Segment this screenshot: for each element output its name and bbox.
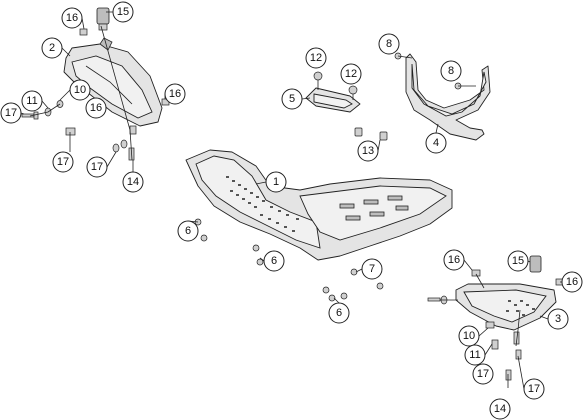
svg-text:17: 17 [91,161,103,173]
callout-6-bottom: 6 [328,302,350,324]
svg-text:3: 3 [555,313,561,325]
main-skid-plate [185,149,453,261]
callout-14-right: 14 [489,398,511,420]
callout-5: 5 [281,88,303,110]
svg-text:11: 11 [26,95,37,107]
right-side-guard [455,255,564,331]
callout-17-far-left: 17 [0,102,22,124]
callout-6-left: 6 [177,220,199,242]
callout-11-left: 11 [21,90,43,112]
svg-text:15: 15 [512,255,524,267]
callout-16-side: 16 [164,83,186,105]
svg-text:16: 16 [448,254,460,266]
svg-text:15: 15 [117,6,129,18]
svg-text:10: 10 [74,84,86,96]
svg-text:16: 16 [566,276,578,288]
svg-text:11: 11 [469,349,480,361]
callout-4: 4 [425,132,447,154]
rubber-block-right [529,255,542,273]
svg-text:8: 8 [448,65,454,77]
callout-16-right-top: 16 [443,249,465,271]
callout-13: 13 [357,140,379,162]
callout-8-right: 8 [440,60,462,82]
svg-text:5: 5 [289,93,295,105]
svg-text:12: 12 [310,52,322,64]
svg-text:17: 17 [477,368,489,380]
callout-16-mid: 16 [85,97,107,119]
rubber-block-left [96,7,110,31]
svg-text:1: 1 [273,176,279,188]
svg-text:17: 17 [5,107,17,119]
callout-17-left-mid: 17 [86,156,108,178]
skid-plate-slots [339,195,409,221]
svg-text:12: 12 [345,68,357,80]
svg-text:8: 8 [386,38,392,50]
callout-16-right-side: 16 [561,271,583,293]
callout-10-left: 10 [69,79,91,101]
callout-11-right: 11 [464,344,486,366]
left-lower-hardware [65,125,137,161]
callout-8-left: 8 [378,33,400,55]
clip-left-top [79,28,88,36]
right-bolt-hardware [427,295,522,381]
callout-2: 2 [41,37,63,59]
callout-12-right: 12 [340,63,362,85]
svg-text:16: 16 [169,88,181,100]
skid-plate-vent-holes [226,176,299,232]
svg-text:14: 14 [494,403,506,415]
callout-1: 1 [265,171,287,193]
svg-text:4: 4 [433,137,439,149]
svg-text:6: 6 [336,307,342,319]
svg-text:6: 6 [271,255,277,267]
callout-17-right-a: 17 [472,363,494,385]
callout-15-left: 15 [112,1,134,23]
svg-text:13: 13 [362,145,374,157]
svg-text:6: 6 [185,225,191,237]
callout-15-right: 15 [507,250,529,272]
callout-12-left: 12 [305,47,327,69]
svg-text:7: 7 [369,263,375,275]
svg-text:17: 17 [57,156,69,168]
callout-16-top: 16 [61,7,83,29]
svg-text:10: 10 [463,330,475,342]
svg-text:16: 16 [66,12,78,24]
callout-17-left-low: 17 [52,151,74,173]
svg-text:2: 2 [49,42,55,54]
right-guard-vent-holes [506,300,535,316]
callout-6-middle: 6 [263,250,285,272]
mount-bracket [305,71,388,141]
callout-3: 3 [547,308,569,330]
callout-17-right-b: 17 [523,378,545,400]
callout-14-left: 14 [122,171,144,193]
callout-10-right: 10 [458,325,480,347]
svg-text:17: 17 [528,383,540,395]
callout-7: 7 [361,258,383,280]
svg-text:16: 16 [90,102,102,114]
svg-text:14: 14 [127,176,139,188]
